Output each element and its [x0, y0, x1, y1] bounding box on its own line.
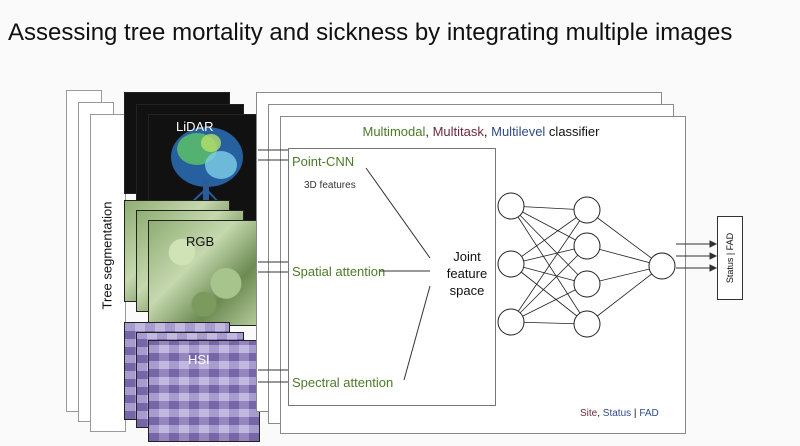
- nn-edge: [510, 283, 588, 323]
- classifier-title-multitask: Multitask: [432, 124, 484, 139]
- nn-nodes: [497, 192, 676, 338]
- point-cnn-sublabel: 3D features: [304, 180, 356, 191]
- output-arrowhead-3: [709, 264, 718, 272]
- feature-branches-box: [288, 148, 496, 406]
- nn-edge: [586, 209, 663, 267]
- classifier-title-suffix: classifier: [545, 124, 600, 139]
- footer-sep: ,: [597, 408, 603, 419]
- point-cnn-label: Point-CNN: [292, 154, 355, 169]
- nn-node: [573, 270, 601, 298]
- output-status-box: Status | FAD: [717, 216, 743, 300]
- nn-edge: [510, 245, 588, 323]
- hsi-label: HSI: [188, 352, 210, 367]
- classifier-title-multilevel: Multilevel: [491, 124, 546, 139]
- spatial-attention-label: Spatial attention: [292, 264, 386, 279]
- output-arrowhead-1: [709, 240, 718, 248]
- nn-node: [648, 252, 676, 280]
- nn-edge: [586, 265, 663, 325]
- output-arrowhead-2: [709, 252, 718, 260]
- rgb-label: RGB: [186, 234, 215, 249]
- classifier-title-sep2: ,: [483, 124, 492, 139]
- pointcnn-to-joint-line: [365, 167, 431, 259]
- nn-edge: [510, 209, 588, 323]
- spectral-attention-label: Spectral attention: [292, 375, 394, 390]
- segmentation-card-front: [90, 114, 126, 432]
- nn-node: [497, 250, 525, 278]
- footer-status: Status: [602, 408, 632, 419]
- nn-node: [573, 310, 601, 338]
- classifier-title-multimodal: Multimodal: [362, 124, 426, 139]
- footer-site: Site: [580, 408, 598, 419]
- nn-edges: [510, 205, 663, 325]
- spectral-to-joint-line: [403, 285, 431, 381]
- hsi-tile-front: [148, 340, 260, 442]
- nn-node: [497, 192, 525, 220]
- classifier-title: Multimodal, Multitask, Multilevel classi…: [280, 124, 682, 139]
- nn-node: [573, 196, 601, 224]
- footer-sep2: |: [631, 408, 640, 419]
- footer-fad: FAD: [639, 408, 659, 419]
- nn-edge: [510, 263, 588, 325]
- nn-node: [497, 308, 525, 336]
- nn-edge: [510, 209, 588, 265]
- nn-edge: [510, 205, 588, 285]
- joint-feature-space-label: Joint feature space: [446, 249, 488, 298]
- nn-edge: [510, 205, 588, 247]
- slide-title: Assessing tree mortality and sickness by…: [8, 19, 733, 46]
- classifier-title-sep1: ,: [425, 124, 433, 139]
- nn-edge: [510, 205, 588, 325]
- nn-node: [573, 232, 601, 260]
- classifier-footer: Site, Status | FAD: [580, 408, 659, 419]
- lidar-label: LiDAR: [176, 119, 214, 134]
